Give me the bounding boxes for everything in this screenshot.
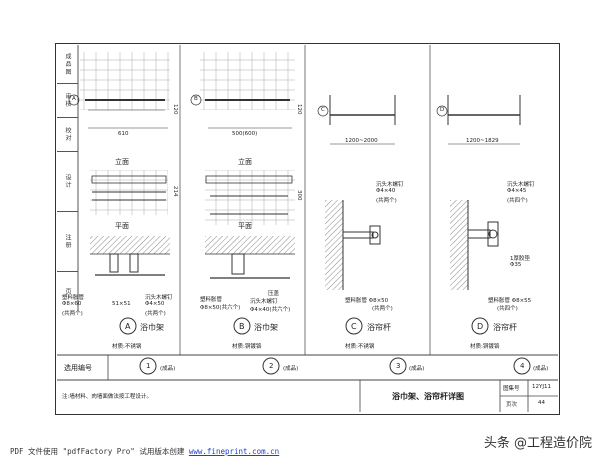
select-num-2: 2 [269, 362, 274, 370]
dim-a-width: 610 [118, 131, 129, 137]
side-label-6: 页 [64, 288, 71, 294]
marker-b-letter: B [194, 96, 198, 102]
drawing-title: 浴巾架、浴帘杆详图 [392, 392, 464, 401]
select-label: 选用编号 [64, 364, 92, 372]
marker-d-letter: D [440, 107, 445, 113]
dim-c-length: 1200~2000 [345, 138, 378, 144]
material-a: 材质:不锈钢 [112, 344, 142, 350]
callout-d-3: 塑料胀管 Φ8×55 [488, 298, 532, 304]
atlas-label: 图集号 [503, 386, 520, 392]
page-number: 44 [538, 400, 545, 406]
callout-d-1: 沉头木螺钉 [507, 182, 535, 188]
caption-d-letter: D [477, 322, 484, 331]
caption-c-letter: C [351, 322, 357, 331]
label-a-plan: 平面 [115, 222, 129, 230]
callout-c-1c: (共两个) [376, 198, 397, 204]
dim-a-height: 214 [172, 186, 178, 197]
callout-a-1b: Φ8×60 [62, 301, 82, 307]
select-note-2: (成品) [283, 366, 299, 372]
footer-text: PDF 文件使用 "pdfFactory Pro" 试用版本创建 [10, 447, 189, 456]
select-note-3: (成品) [409, 366, 425, 372]
side-label-2: 审 核 [57, 83, 78, 118]
caption-b: 浴巾架 [254, 323, 278, 332]
caption-a: 浴巾架 [140, 323, 164, 332]
dim-b-height: 300 [296, 190, 302, 201]
callout-d-1c: (共四个) [507, 198, 528, 204]
caption-a-letter: A [125, 322, 131, 331]
caption-b-letter: B [239, 322, 245, 331]
callout-c-1: 沉头木螺钉 [376, 182, 404, 188]
material-d: 材质:铜镀铬 [470, 344, 500, 350]
side-label-3: 校 对 [57, 117, 78, 152]
callout-a-1c: (共两个) [62, 311, 83, 317]
callout-a-1: 塑料胀管 [62, 295, 85, 301]
select-num-4: 4 [520, 362, 525, 370]
select-note-1: (成品) [160, 366, 176, 372]
marker-a-letter: A [72, 96, 76, 102]
callout-d-2: 1厚胶垫 [510, 256, 530, 262]
dim-b-side: 120 [296, 104, 302, 115]
caption-c: 浴帘杆 [367, 323, 391, 332]
dim-a-side: 120 [172, 104, 178, 115]
page-label: 页次 [506, 402, 518, 408]
watermark: 头条 @工程造价院 [483, 436, 592, 451]
callout-a-3: 沉头木螺钉 [145, 295, 173, 301]
dim-b-width: 500(600) [232, 131, 258, 137]
caption-d: 浴帘杆 [493, 323, 517, 332]
callout-b-3: 沉头木螺钉 [250, 299, 278, 305]
drawing-note: 注:墙材料、肉墙面做法按工程设计。 [62, 394, 152, 400]
select-note-4: (成品) [533, 366, 549, 372]
select-num-1: 1 [146, 362, 151, 370]
callout-d-1b: Φ4×45 [507, 188, 527, 194]
label-a-elevation: 立面 [115, 158, 129, 166]
callout-c-2b: (共两个) [372, 306, 393, 312]
marker-c-letter: C [321, 107, 325, 113]
drawing-frame [55, 43, 560, 415]
callout-b-3b: Φ4×40(共六个) [250, 307, 291, 313]
callout-c-1b: Φ4×40 [376, 188, 396, 194]
side-label-4: 设 计 [57, 151, 78, 212]
callout-b-2: 压盖 [268, 291, 280, 297]
callout-c-2: 塑料胀管 Φ8×50 [345, 298, 389, 304]
side-label-1: 成 品 图 [57, 45, 78, 84]
pdf-footer: PDF 文件使用 "pdfFactory Pro" 试用版本创建 www.fin… [10, 446, 279, 457]
callout-b-1b: Φ8×50(共六个) [200, 305, 241, 311]
side-label-5: 注 册 [57, 211, 78, 272]
callout-a-3c: (共两个) [145, 311, 166, 317]
dim-d-length: 1200~1829 [466, 138, 499, 144]
label-b-plan: 平面 [238, 222, 252, 230]
callout-a-3b: Φ4×50 [145, 301, 165, 307]
atlas-number: 12YJ11 [532, 384, 551, 390]
footer-link[interactable]: www.fineprint.com.cn [188, 447, 280, 456]
callout-b-1: 塑料胀管 [200, 297, 223, 303]
callout-d-3b: (共四个) [497, 306, 518, 312]
select-num-3: 3 [396, 362, 401, 370]
callout-d-2b: Φ35 [510, 262, 522, 268]
callout-a-2: 51×51 [112, 301, 131, 307]
material-c: 材质:不锈钢 [345, 344, 375, 350]
material-b: 材质:铜镀铬 [232, 344, 262, 350]
label-b-elevation: 立面 [238, 158, 252, 166]
